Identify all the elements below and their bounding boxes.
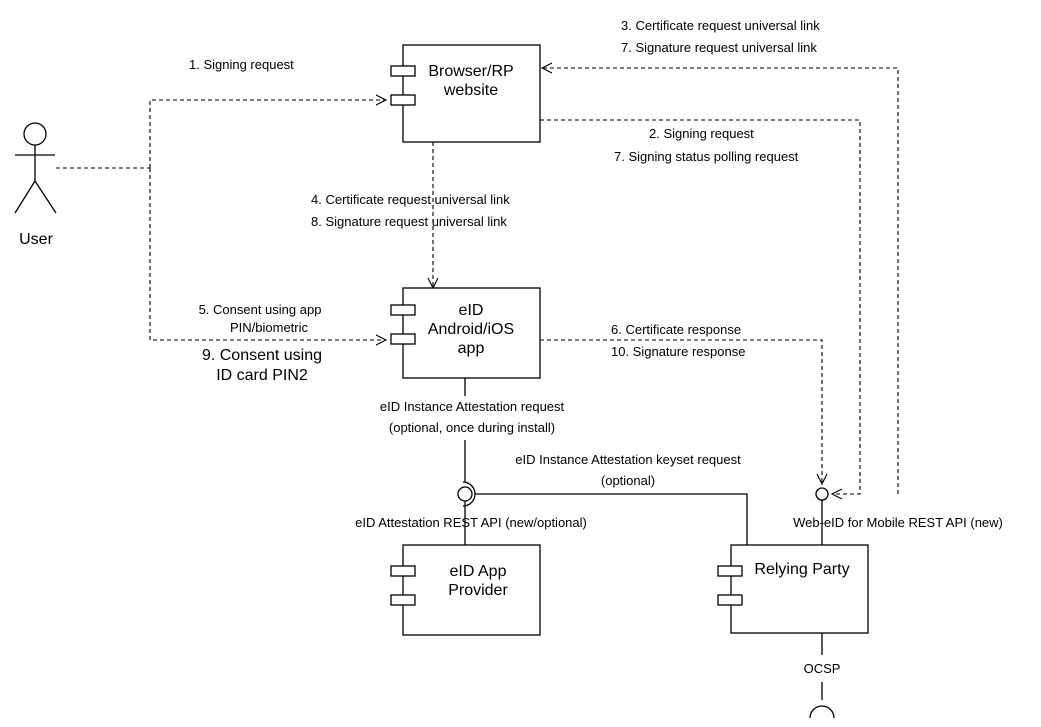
mobile-api-interface	[815, 487, 829, 545]
signing-request-2-arrowhead	[830, 488, 843, 500]
browser-rp-component: Browser/RP website	[390, 44, 541, 143]
consent-5-label-line2: PIN/biometric	[230, 320, 309, 335]
app-label-line1: eID	[459, 302, 484, 319]
browser-label-line2: website	[443, 82, 498, 99]
attestation-request-label-line1: eID Instance Attestation request	[380, 399, 565, 414]
ocsp-interface	[809, 633, 835, 719]
polling-7-label: 7. Signing status polling request	[614, 149, 799, 164]
attestation-api-interface	[457, 481, 476, 545]
signing-request-1-label: 1. Signing request	[189, 57, 294, 72]
relying-party-port-top	[717, 565, 743, 577]
attestation-ball	[457, 486, 473, 502]
signing-request-2-label: 2. Signing request	[649, 126, 754, 141]
app-port-top	[390, 304, 416, 316]
provider-label-line1: eID App	[450, 563, 507, 580]
attestation-socket	[462, 481, 476, 507]
user-leg-left	[14, 180, 36, 214]
keyset-request-label-line1: eID Instance Attestation keyset request	[515, 452, 741, 467]
sig-response-10-label: 10. Signature response	[611, 344, 745, 359]
cert-link-4-label: 4. Certificate request universal link	[311, 192, 510, 207]
provider-box	[402, 544, 541, 636]
app-label-line2: Android/iOS	[428, 321, 514, 338]
user-head	[23, 122, 47, 146]
keyset-request-label-line2: (optional)	[601, 473, 655, 488]
consent-5-label-line1: 5. Consent using app	[199, 302, 322, 317]
sig-link-7-label: 7. Signature request universal link	[621, 40, 817, 55]
provider-port-bottom	[390, 594, 416, 606]
ocsp-label: OCSP	[804, 661, 841, 676]
consent-arrowhead	[375, 334, 388, 346]
consent-line	[149, 168, 384, 341]
mobile-api-ball	[815, 487, 829, 501]
browser-port-bottom	[390, 94, 416, 106]
eid-app-component: eID Android/iOS app	[390, 287, 541, 379]
app-label-line3: app	[458, 340, 485, 357]
signing-request-2-line	[540, 119, 861, 495]
signing-request-1-line	[149, 99, 384, 168]
relying-party-port-bottom	[717, 594, 743, 606]
provider-port-top	[390, 565, 416, 577]
user-actor: User	[14, 122, 57, 248]
ocsp-socket	[809, 705, 835, 719]
provider-label-line2: Provider	[448, 582, 508, 599]
browser-label-line1: Browser/RP	[428, 63, 513, 80]
signing-request-1-arrowhead	[375, 94, 388, 106]
eid-provider-component: eID App Provider	[390, 544, 541, 636]
cert-response-6-label: 6. Certificate response	[611, 322, 741, 337]
attestation-request-label-line2: (optional, once during install)	[389, 420, 555, 435]
relying-party-label: Relying Party	[754, 561, 849, 578]
response-6-10-line	[540, 339, 823, 482]
keyset-request-line	[475, 493, 748, 545]
universal-link-3-7-arrowhead	[540, 62, 553, 74]
mobile-api-label: Web-eID for Mobile REST API (new)	[793, 515, 1003, 530]
universal-link-3-7-line	[544, 67, 899, 494]
user-leg-right	[34, 180, 57, 214]
relying-party-box	[730, 544, 869, 634]
response-6-10-arrowhead	[816, 473, 828, 486]
attestation-api-label: eID Attestation REST API (new/optional)	[355, 515, 587, 530]
app-port-bottom	[390, 333, 416, 345]
app-box	[402, 287, 541, 379]
cert-link-3-label: 3. Certificate request universal link	[621, 18, 820, 33]
consent-9-label-line2: ID card PIN2	[216, 367, 308, 384]
ocsp-label-bg	[796, 656, 848, 680]
sig-link-8-label: 8. Signature request universal link	[311, 214, 507, 229]
consent-9-label-line1: 9. Consent using	[202, 347, 322, 364]
relying-party-component: Relying Party	[717, 544, 869, 634]
browser-box	[402, 44, 541, 143]
user-label: User	[19, 231, 53, 248]
browser-port-top	[390, 65, 416, 77]
